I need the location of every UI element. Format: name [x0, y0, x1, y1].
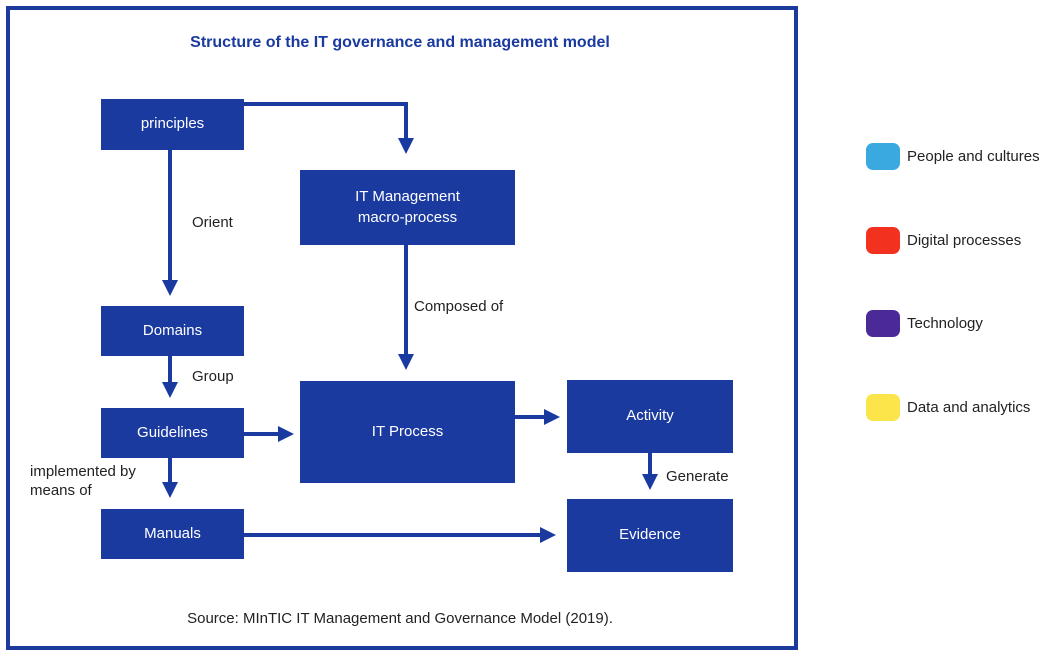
arrow-principles-to-macro [244, 102, 414, 154]
legend-label: Technology [907, 315, 983, 332]
legend-label: People and cultures [907, 148, 1040, 165]
legend-swatch [866, 143, 900, 170]
legend-label: Data and analytics [907, 399, 1031, 416]
connector-arrows [162, 102, 658, 543]
edge-label-composed-of: Composed of [414, 298, 504, 315]
legend-item-data: Data and analytics [866, 394, 1030, 421]
legend-item-technology: Technology [866, 310, 983, 337]
node-it-process: IT Process [300, 381, 515, 483]
legend-item-digital: Digital processes [866, 227, 1021, 254]
node-evidence: Evidence [567, 499, 733, 572]
source-caption: Source: MInTIC IT Management and Governa… [187, 610, 613, 627]
legend-swatch [866, 227, 900, 254]
node-domains: Domains [101, 306, 244, 356]
node-principles: principles [101, 99, 244, 150]
legend-label: Digital processes [907, 232, 1022, 249]
node-manuals: Manuals [101, 509, 244, 559]
legend-swatch [866, 310, 900, 337]
edge-label-group: Group [192, 368, 234, 385]
edge-label-generate: Generate [666, 468, 729, 485]
legend-item-people: People and cultures [866, 143, 1040, 170]
legend-swatch [866, 394, 900, 421]
node-it-management-macro-process: IT Management macro-process [300, 170, 515, 245]
edge-label-implemented-by: implemented by means of [30, 463, 136, 499]
node-activity: Activity [567, 380, 733, 453]
node-guidelines: Guidelines [101, 408, 244, 458]
edge-label-orient: Orient [192, 214, 233, 231]
diagram-title: Structure of the IT governance and manag… [190, 34, 610, 51]
